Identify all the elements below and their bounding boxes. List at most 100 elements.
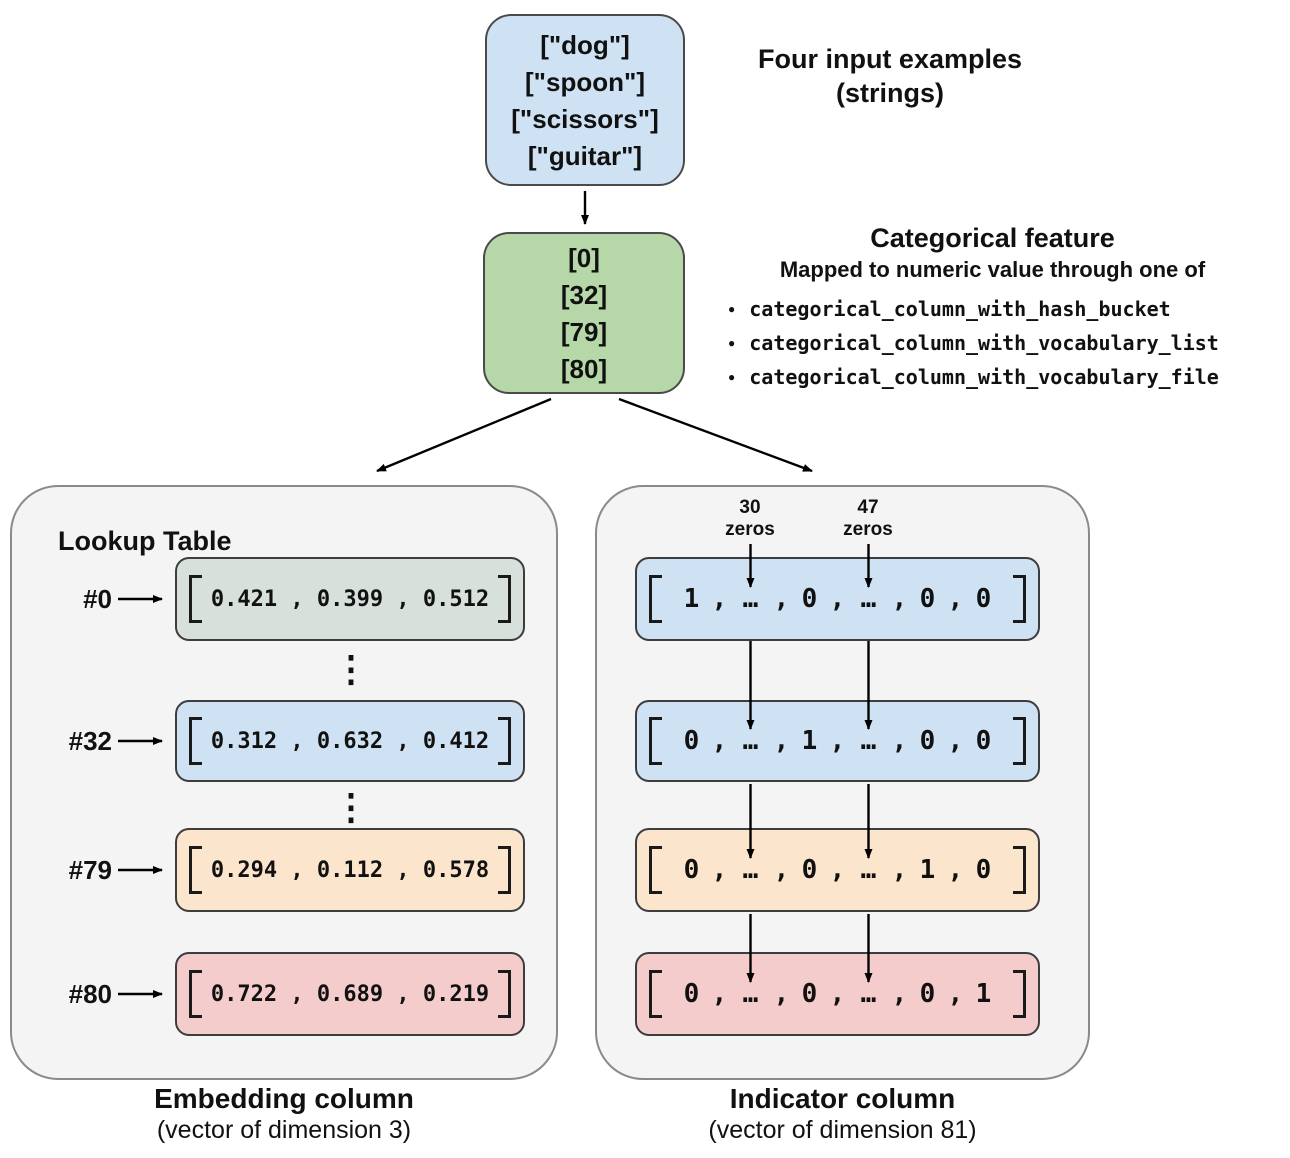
zeros-30-count: 30 — [739, 497, 761, 518]
comma: , — [711, 855, 728, 885]
row-index-label-32: #32 — [68, 726, 112, 756]
option-vocabulary-file: categorical_column_with_vocabulary_file — [728, 360, 1285, 394]
cell: 0 — [975, 855, 992, 885]
cell: 1 — [919, 855, 936, 885]
indicator-values-2: 0 , … , 0 , … , 1 , 0 — [670, 855, 1005, 885]
input-line-spoon: ["spoon"] — [525, 66, 645, 97]
comma: , — [711, 979, 728, 1009]
bracket-left-icon — [649, 846, 662, 894]
categorical-subtitle: Mapped to numeric value through one of — [779, 257, 1206, 282]
input-examples-label: Four input examples (strings) — [690, 42, 1090, 110]
indicator-row-2: 0 , … , 0 , … , 1 , 0 — [635, 828, 1040, 912]
zeros-label-47: 47 zeros — [828, 497, 908, 541]
indicator-column-subcaption: (vector of dimension 81) — [708, 1116, 977, 1144]
option-hash-bucket-label: categorical_column_with_hash_bucket — [749, 297, 1171, 321]
input-line-scissors: ["scissors"] — [511, 103, 659, 134]
embedding-row-79: 0.294 , 0.112 , 0.578 — [175, 828, 525, 912]
indicator-row-0: 1 , … , 0 , … , 0 , 0 — [635, 557, 1040, 641]
zeros-30-word: zeros — [725, 519, 775, 540]
bracket-right-icon — [1013, 970, 1026, 1018]
bracket-left-icon — [649, 970, 662, 1018]
bracket-left-icon — [649, 717, 662, 765]
zeros-47-word: zeros — [843, 519, 893, 540]
comma: , — [891, 584, 908, 614]
bracket-right-icon — [1013, 575, 1026, 623]
bracket-left-icon — [189, 717, 202, 765]
dots: … — [742, 726, 759, 756]
input-line-guitar: ["guitar"] — [527, 140, 643, 171]
input-label-line1: Four input examples — [757, 44, 1023, 74]
option-vocabulary-list: categorical_column_with_vocabulary_list — [728, 326, 1285, 360]
categorical-feature-box: [0] [32] [79] [80] — [483, 232, 685, 394]
bracket-right-icon — [498, 717, 511, 765]
indicator-column-caption: Indicator column — [729, 1083, 956, 1114]
cell: 1 — [801, 726, 818, 756]
bracket-right-icon — [498, 575, 511, 623]
cell: 0 — [975, 584, 992, 614]
bracket-right-icon — [1013, 846, 1026, 894]
comma: , — [947, 726, 964, 756]
row-index-label-80: #80 — [68, 979, 112, 1009]
comma: , — [829, 584, 846, 614]
row-index-label-79: #79 — [68, 855, 112, 885]
vertical-ellipsis-1: ⋮ — [333, 648, 369, 689]
cell: 0 — [919, 979, 936, 1009]
comma: , — [711, 726, 728, 756]
arrow-categorical-to-lookup — [376, 397, 552, 473]
dots: … — [860, 855, 877, 885]
comma: , — [773, 584, 790, 614]
comma: , — [773, 726, 790, 756]
cell: 0 — [801, 979, 818, 1009]
comma: , — [773, 979, 790, 1009]
bracket-right-icon — [498, 846, 511, 894]
arrow-categorical-to-indicator — [618, 397, 813, 473]
indicator-values-0: 1 , … , 0 , … , 0 , 0 — [670, 584, 1005, 614]
bracket-right-icon — [498, 970, 511, 1018]
comma: , — [891, 979, 908, 1009]
embedding-values-79: 0.294 , 0.112 , 0.578 — [210, 857, 490, 883]
embedding-column-caption: Embedding column — [154, 1083, 414, 1114]
cell: 0 — [801, 855, 818, 885]
bracket-left-icon — [189, 970, 202, 1018]
zeros-47-count: 47 — [857, 497, 879, 518]
cell: 0 — [683, 979, 700, 1009]
comma: , — [829, 726, 846, 756]
indicator-values-3: 0 , … , 0 , … , 0 , 1 — [670, 979, 1005, 1009]
embedding-row-32: 0.312 , 0.632 , 0.412 — [175, 700, 525, 782]
comma: , — [829, 855, 846, 885]
bracket-left-icon — [189, 575, 202, 623]
embedding-values-32: 0.312 , 0.632 , 0.412 — [210, 728, 490, 754]
cell: 0 — [683, 726, 700, 756]
cell: 0 — [801, 584, 818, 614]
zeros-label-30: 30 zeros — [710, 497, 790, 541]
categorical-line-32: [32] — [560, 279, 608, 310]
cell: 0 — [919, 726, 936, 756]
dots: … — [742, 855, 759, 885]
lookup-table-title: Lookup Table — [58, 526, 232, 556]
categorical-line-79: [79] — [560, 316, 608, 347]
comma: , — [829, 979, 846, 1009]
comma: , — [773, 855, 790, 885]
dots: … — [860, 726, 877, 756]
option-vocabulary-list-label: categorical_column_with_vocabulary_list — [749, 331, 1219, 355]
dots: … — [742, 584, 759, 614]
cell: 1 — [683, 584, 700, 614]
embedding-row-80: 0.722 , 0.689 , 0.219 — [175, 952, 525, 1036]
indicator-values-1: 0 , … , 1 , … , 0 , 0 — [670, 726, 1005, 756]
cell: 0 — [975, 726, 992, 756]
row-index-label-0: #0 — [83, 584, 112, 614]
categorical-title: Categorical feature — [870, 223, 1115, 253]
indicator-row-1: 0 , … , 1 , … , 0 , 0 — [635, 700, 1040, 782]
comma: , — [891, 726, 908, 756]
embedding-row-0: 0.421 , 0.399 , 0.512 — [175, 557, 525, 641]
embedding-values-0: 0.421 , 0.399 , 0.512 — [210, 586, 490, 612]
comma: , — [947, 855, 964, 885]
categorical-feature-label: Categorical feature Mapped to numeric va… — [700, 222, 1285, 394]
dots: … — [742, 979, 759, 1009]
bracket-right-icon — [1013, 717, 1026, 765]
embedding-column-subcaption: (vector of dimension 3) — [156, 1116, 412, 1144]
comma: , — [947, 979, 964, 1009]
comma: , — [947, 584, 964, 614]
option-vocabulary-file-label: categorical_column_with_vocabulary_file — [749, 365, 1219, 389]
cell: 0 — [683, 855, 700, 885]
